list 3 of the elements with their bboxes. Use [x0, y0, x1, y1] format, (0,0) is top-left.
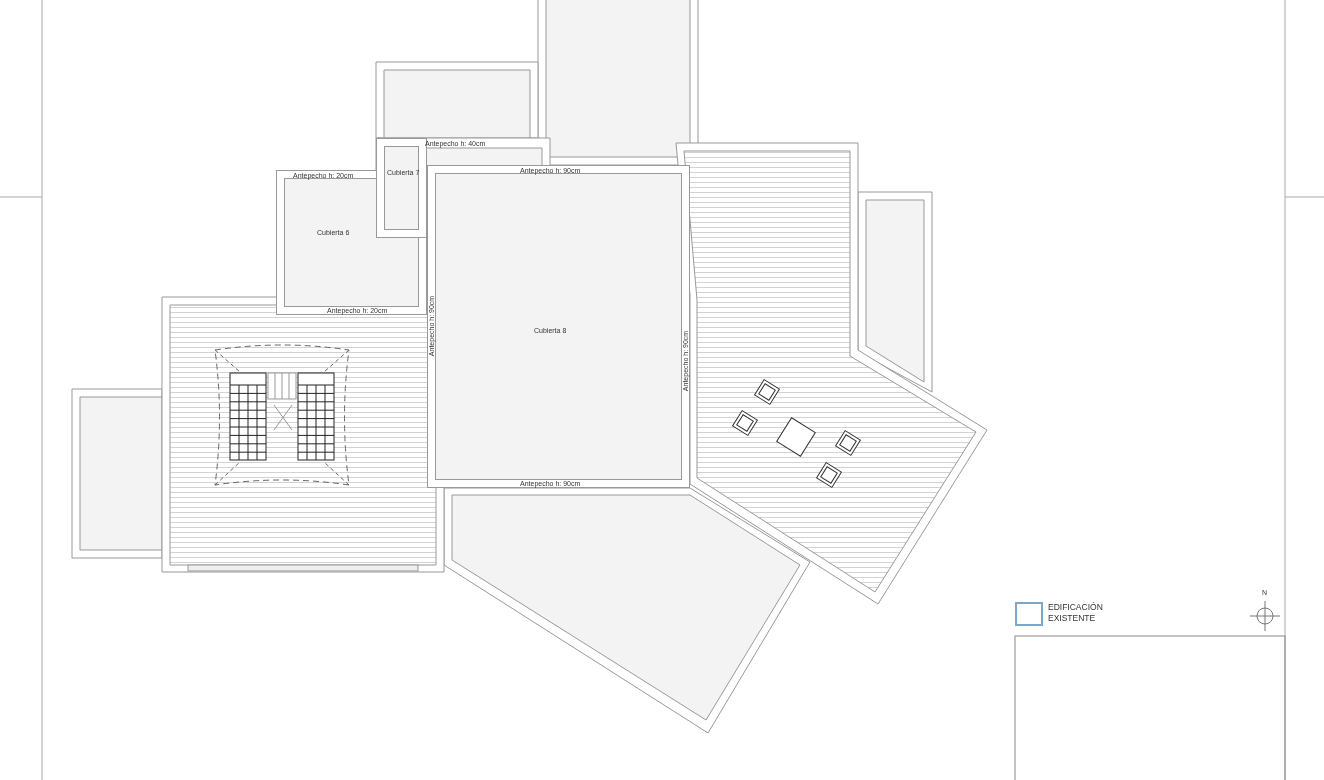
roof-area [427, 165, 690, 488]
roof-area [376, 138, 427, 238]
legend-label: EDIFICACIÓN EXISTENTE [1048, 602, 1104, 625]
